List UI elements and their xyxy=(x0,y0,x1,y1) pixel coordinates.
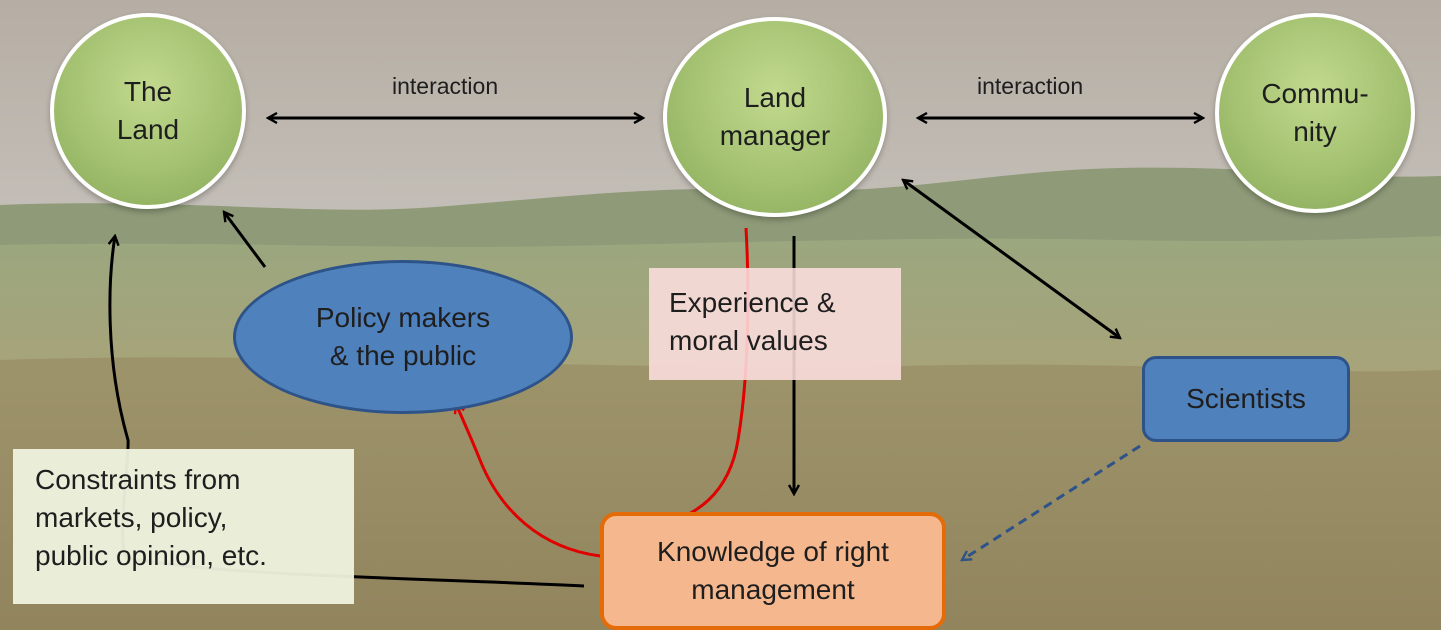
interaction-label-land-manager: interaction xyxy=(392,73,499,99)
node-land-manager-label: Land manager xyxy=(719,82,831,151)
interaction-label-manager-community: interaction xyxy=(977,73,1084,99)
constraints-textbox: Constraints from markets, policy, public… xyxy=(13,449,354,604)
node-policy-makers: Policy makers & the public xyxy=(233,260,573,414)
node-knowledge-label: Knowledge of right management xyxy=(657,536,889,605)
node-scientists-label: Scientists xyxy=(1186,383,1306,415)
node-land-manager: Land manager xyxy=(663,17,887,217)
node-scientists: Scientists xyxy=(1142,356,1350,442)
node-the-land-label: The Land xyxy=(116,76,180,145)
experience-textbox: Experience & moral values xyxy=(649,268,901,380)
node-the-land: The Land xyxy=(50,13,246,209)
node-community: Commu- nity xyxy=(1215,13,1415,213)
node-community-label: Commu- nity xyxy=(1261,78,1369,147)
node-knowledge: Knowledge of right management xyxy=(600,512,946,630)
node-policy-makers-label: Policy makers & the public xyxy=(315,302,491,371)
